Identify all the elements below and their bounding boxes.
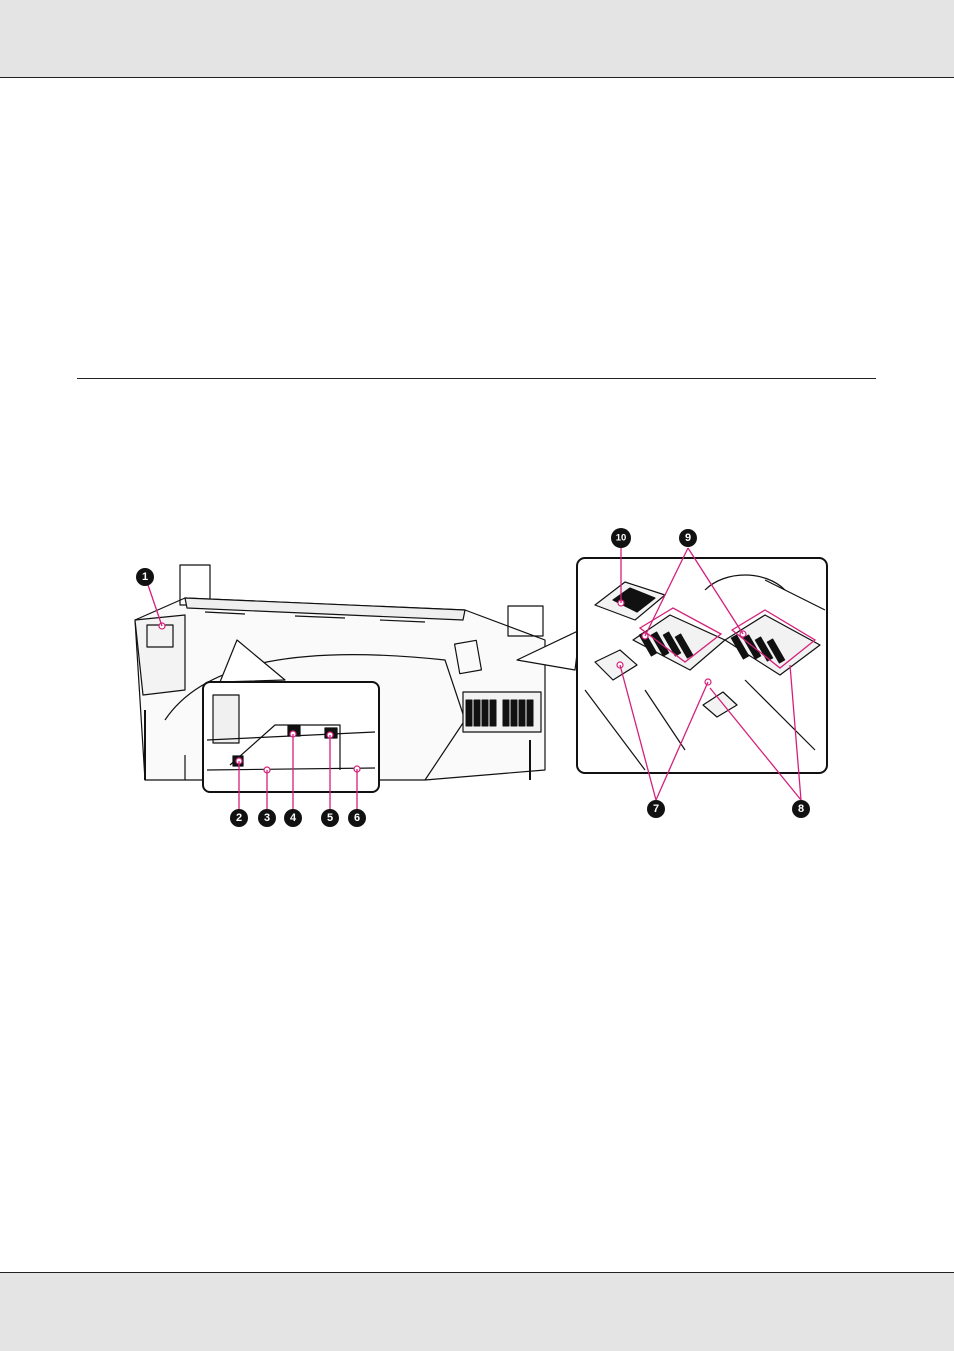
svg-text:4: 4 bbox=[290, 812, 297, 824]
callout-8: 8 bbox=[792, 800, 810, 818]
svg-text:2: 2 bbox=[236, 812, 242, 824]
printer-parts-figure: 1 2 3 4 5 6 7 8 9 10 bbox=[125, 520, 835, 830]
section-rule bbox=[77, 378, 876, 379]
callout-4: 4 bbox=[284, 809, 302, 827]
svg-text:7: 7 bbox=[653, 803, 659, 815]
callout-9: 9 bbox=[679, 529, 697, 547]
callout-10: 10 bbox=[611, 528, 631, 548]
printer-illustration: 1 2 3 4 5 6 7 8 9 10 bbox=[125, 520, 835, 830]
callout-2: 2 bbox=[230, 809, 248, 827]
callout-6: 6 bbox=[348, 809, 366, 827]
callout-3: 3 bbox=[258, 809, 276, 827]
page-header-band bbox=[0, 0, 954, 78]
callout-7: 7 bbox=[647, 800, 665, 818]
svg-text:1: 1 bbox=[142, 571, 148, 583]
svg-text:6: 6 bbox=[354, 812, 360, 824]
svg-text:3: 3 bbox=[264, 812, 270, 824]
page-footer-band bbox=[0, 1272, 954, 1351]
callout-1: 1 bbox=[136, 568, 154, 586]
svg-text:9: 9 bbox=[685, 532, 691, 544]
svg-text:8: 8 bbox=[798, 803, 804, 815]
callout-5: 5 bbox=[321, 809, 339, 827]
svg-text:10: 10 bbox=[616, 533, 627, 544]
svg-text:5: 5 bbox=[327, 812, 333, 824]
